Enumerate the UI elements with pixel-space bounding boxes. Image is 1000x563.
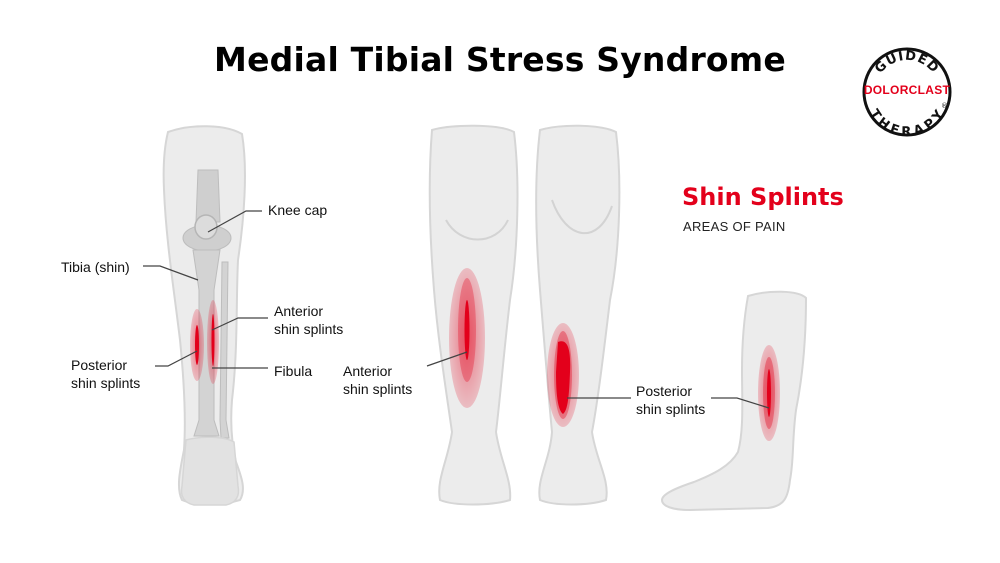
legend-subtitle: AREAS OF PAIN bbox=[683, 219, 786, 234]
leg-front bbox=[428, 124, 519, 506]
leg-side bbox=[660, 290, 808, 512]
page-title: Medial Tibial Stress Syndrome bbox=[214, 40, 786, 79]
logo-middle-text: DOLORCLAST bbox=[863, 83, 951, 97]
label-line: shin splints bbox=[71, 375, 141, 391]
leg-anatomy bbox=[162, 125, 246, 506]
logo-registered-mark: ® bbox=[941, 102, 948, 110]
label-line: shin splints bbox=[343, 381, 413, 397]
label-posterior-anatomy: Posterior shin splints bbox=[71, 356, 140, 392]
label-line: Posterior bbox=[636, 383, 693, 399]
label-anterior-anatomy: Anterior shin splints bbox=[274, 302, 343, 338]
label-fibula: Fibula bbox=[274, 363, 313, 379]
guided-therapy-logo: GUIDED THERAPY ® DOLORCLAST bbox=[861, 46, 953, 140]
label-posterior-back: Posterior shin splints bbox=[636, 382, 705, 418]
label-anterior-front: Anterior shin splints bbox=[343, 362, 412, 398]
leader-lines bbox=[143, 210, 770, 409]
label-line: shin splints bbox=[274, 321, 344, 337]
leg-back bbox=[535, 124, 621, 506]
legend-title: Shin Splints bbox=[682, 183, 844, 211]
label-knee-cap: Knee cap bbox=[268, 202, 328, 218]
label-line: Anterior bbox=[274, 303, 324, 319]
logo-ring: GUIDED THERAPY ® bbox=[862, 47, 952, 140]
label-line: Posterior bbox=[71, 357, 128, 373]
label-tibia: Tibia (shin) bbox=[61, 259, 130, 275]
label-line: Anterior bbox=[343, 363, 393, 379]
label-line: shin splints bbox=[636, 401, 706, 417]
